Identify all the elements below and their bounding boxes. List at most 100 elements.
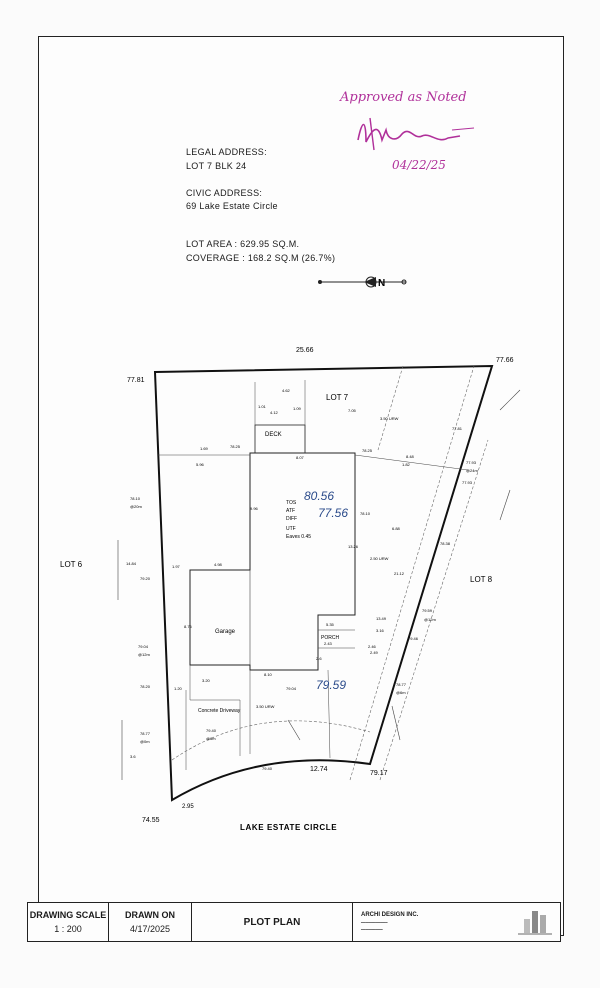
small-dim: 3.16 bbox=[376, 628, 385, 633]
title-block: DRAWING SCALE 1 : 200 DRAWN ON 4/17/2025… bbox=[27, 902, 561, 942]
small-dim: 6.88 bbox=[392, 526, 401, 531]
drawn-label: DRAWN ON bbox=[125, 910, 175, 920]
small-dim: 14.84 bbox=[126, 561, 137, 566]
small-dim: 79.20 bbox=[140, 576, 151, 581]
tos-label: TOS bbox=[286, 500, 297, 506]
small-dim: 2.6 bbox=[316, 656, 322, 661]
small-dim: 8.76 bbox=[184, 624, 193, 629]
small-dim: 77.81 bbox=[452, 426, 463, 431]
small-dim: 79.46 bbox=[408, 636, 419, 641]
approval-date: 04/22/25 bbox=[392, 158, 446, 172]
scale-cell: DRAWING SCALE 1 : 200 bbox=[28, 903, 109, 941]
porch-label: PORCH bbox=[321, 635, 339, 641]
company-contact-line: ━━━━━━━━━━━ bbox=[361, 920, 388, 925]
approval-text: Approved as Noted bbox=[340, 90, 467, 105]
small-dim: 9.96 bbox=[250, 506, 259, 511]
corner-br: 79.17 bbox=[370, 770, 388, 777]
driveway-label: Concrete Driveway bbox=[198, 708, 241, 714]
scale-value: 1 : 200 bbox=[54, 924, 82, 934]
small-dim: 3.6 bbox=[130, 754, 136, 759]
north-arrow-icon: N bbox=[318, 276, 407, 289]
lot-boundary bbox=[153, 364, 494, 802]
drawing-sheet bbox=[38, 36, 564, 936]
small-dim: @20m bbox=[130, 504, 143, 509]
street-name: LAKE ESTATE CIRCLE bbox=[240, 823, 337, 832]
small-dim: 4.98 bbox=[214, 562, 223, 567]
company-cell: ARCHI DESIGN INC. ━━━━━━━━━━━ ━━━━━━━━━ bbox=[353, 903, 560, 941]
small-dim: 21.12 bbox=[394, 571, 405, 576]
small-dim: 4.62 bbox=[282, 388, 291, 393]
scale-label: DRAWING SCALE bbox=[29, 910, 107, 920]
small-dim: 1.82 bbox=[402, 462, 411, 467]
small-dim: 7.05 bbox=[348, 408, 357, 413]
small-dim: 5.35 bbox=[326, 622, 335, 627]
diff-label: DIFF bbox=[286, 516, 297, 522]
small-dim: 79.59 bbox=[422, 608, 433, 613]
handwritten-elev-3: 79.59 bbox=[316, 678, 346, 692]
small-dim: 78.77 bbox=[396, 682, 407, 687]
small-dim: @0m bbox=[140, 739, 150, 744]
small-dim: 79.04 bbox=[286, 686, 297, 691]
small-dim: 4.12 bbox=[270, 410, 279, 415]
lot6-label: LOT 6 bbox=[60, 560, 83, 569]
handwritten-elev-2: 77.56 bbox=[318, 506, 348, 520]
small-dim: 2.46 bbox=[368, 644, 377, 649]
small-dim: 3.20 bbox=[202, 678, 211, 683]
handwritten-elev-1: 80.56 bbox=[304, 489, 334, 503]
small-dim: 3.50 URW bbox=[380, 416, 399, 421]
eaves-label: Eaves 0.45 bbox=[286, 534, 311, 540]
legal-address-value: LOT 7 BLK 24 bbox=[186, 161, 247, 171]
company-contact-line: ━━━━━━━━━ bbox=[361, 927, 383, 932]
small-dim: @12m bbox=[138, 652, 151, 657]
company-name: ARCHI DESIGN INC. bbox=[361, 912, 419, 918]
deck bbox=[254, 424, 306, 454]
signature-mark bbox=[357, 117, 475, 151]
dim-front-left: 2.95 bbox=[182, 804, 194, 810]
small-dim: 8.10 bbox=[264, 672, 273, 677]
company-logo-icon bbox=[518, 911, 552, 935]
lot-area: LOT AREA : 629.95 SQ.M. bbox=[186, 239, 300, 249]
small-dim: 8.48 bbox=[406, 454, 415, 459]
legal-address-label: LEGAL ADDRESS: bbox=[186, 147, 267, 157]
small-dim: 78.10 bbox=[360, 511, 371, 516]
small-dim: @12m bbox=[424, 617, 437, 622]
small-dim: 78.10 bbox=[130, 496, 141, 501]
coverage: COVERAGE : 168.2 SQ.M (26.7%) bbox=[186, 253, 336, 263]
small-dim: 79.04 bbox=[138, 644, 149, 649]
garage-label: Garage bbox=[215, 629, 236, 635]
plan-title: PLOT PLAN bbox=[243, 916, 301, 928]
small-dim: 1.97 bbox=[172, 564, 181, 569]
drawn-cell: DRAWN ON 4/17/2025 bbox=[109, 903, 192, 941]
lot7-label: LOT 7 bbox=[326, 393, 349, 402]
small-dim: 2.50 URW bbox=[370, 556, 389, 561]
small-dim: 1.20 bbox=[174, 686, 183, 691]
small-dim: 2.43 bbox=[324, 641, 333, 646]
small-dim: 77.93 bbox=[462, 480, 473, 485]
corner-bl: 74.55 bbox=[142, 817, 160, 824]
small-dim: @6m bbox=[206, 736, 216, 741]
small-dim: 13.26 bbox=[348, 544, 359, 549]
utf-label: UTF bbox=[286, 526, 296, 532]
small-dim: 79.40 bbox=[206, 728, 217, 733]
small-dim: 78.38 bbox=[440, 541, 451, 546]
lot8-label: LOT 8 bbox=[470, 575, 493, 584]
small-dim: 2.49 bbox=[370, 650, 379, 655]
small-dim: 78.25 bbox=[230, 444, 241, 449]
civic-address-label: CIVIC ADDRESS: bbox=[186, 188, 263, 198]
small-dim: 78.77 bbox=[140, 731, 151, 736]
small-dim: @6m bbox=[396, 690, 406, 695]
small-dim: 3.50 URW bbox=[256, 704, 275, 709]
north-arrow-label: N bbox=[378, 278, 385, 289]
small-dim: 1.09 bbox=[293, 406, 302, 411]
corner-tr: 77.66 bbox=[496, 357, 514, 364]
drawn-value: 4/17/2025 bbox=[129, 924, 171, 934]
small-dim: 79.40 bbox=[262, 766, 273, 771]
civic-address-value: 69 Lake Estate Circle bbox=[186, 201, 278, 211]
small-dim: 1.69 bbox=[200, 446, 209, 451]
small-dim: 78.20 bbox=[140, 684, 151, 689]
small-dim: 8.07 bbox=[296, 455, 305, 460]
corner-tl: 77.81 bbox=[127, 377, 145, 384]
small-dim: 1.01 bbox=[258, 404, 267, 409]
small-dim: 13.49 bbox=[376, 616, 387, 621]
